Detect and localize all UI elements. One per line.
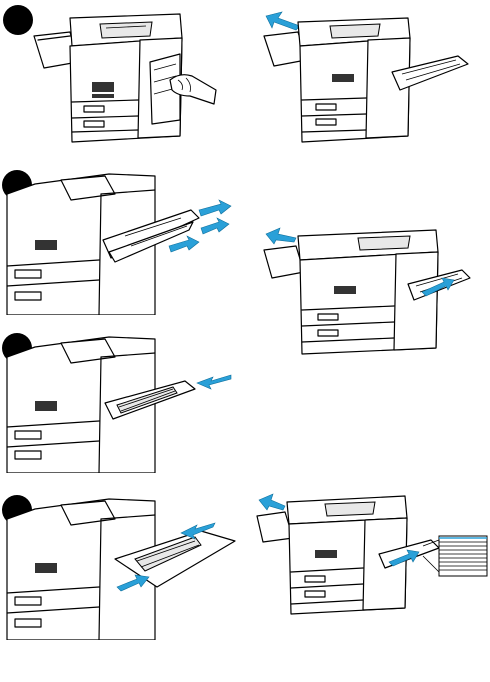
- illustration-printer-paper-stack: [255, 490, 490, 615]
- printer-illustration: [5, 170, 237, 315]
- printer-illustration: [262, 222, 474, 358]
- illustration-load-paper: [5, 333, 237, 473]
- arrow-icon: [199, 200, 231, 216]
- printer-illustration: [262, 8, 474, 148]
- illustration-printer-open-door: [30, 10, 220, 150]
- illustration-adjust-guides: [5, 495, 237, 640]
- illustration-tray-extend: [5, 170, 237, 315]
- arrow-icon: [201, 218, 229, 234]
- printer-illustration: [5, 333, 237, 473]
- illustration-printer-loaded: [262, 222, 474, 358]
- illustration-printer-tray-open: [262, 8, 474, 148]
- printer-illustration: [30, 10, 220, 150]
- paper-stack-icon: [439, 536, 487, 576]
- printer-illustration: [255, 490, 490, 615]
- arrow-icon: [259, 494, 285, 510]
- arrow-icon: [266, 228, 296, 244]
- step-1-badge: [3, 5, 33, 35]
- arrow-icon: [266, 12, 300, 30]
- arrow-icon: [197, 375, 231, 389]
- printer-illustration: [5, 495, 237, 640]
- arrow-icon: [169, 236, 199, 252]
